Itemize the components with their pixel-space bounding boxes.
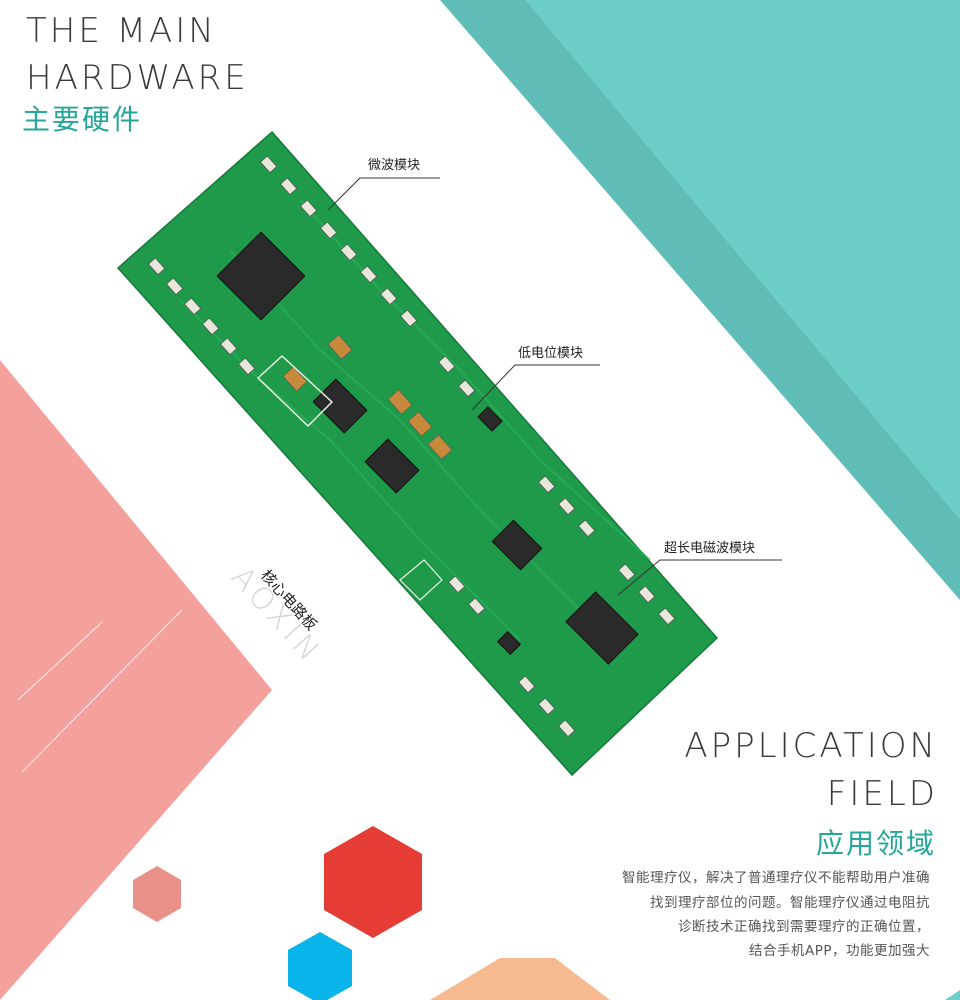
application-title-line2: FIELD bbox=[826, 774, 938, 814]
callout-ultralong-em: 超长电磁波模块 bbox=[664, 541, 756, 556]
hardware-title-cn: 主要硬件 bbox=[22, 103, 143, 136]
peach-shape bbox=[430, 958, 610, 1000]
application-desc-line: 结合手机APP，功能更加强大 bbox=[748, 943, 930, 959]
callout-line-low-potential bbox=[471, 364, 600, 411]
callout-line-microwave bbox=[327, 177, 440, 211]
application-desc-line: 智能理疗仪，解决了普通理疗仪不能帮助用户准确 bbox=[622, 870, 930, 886]
blue-hexagon bbox=[288, 932, 352, 1000]
callout-low-potential: 低电位模块 bbox=[518, 346, 584, 361]
application-title-line1: APPLICATION bbox=[684, 726, 938, 766]
pink-deco-line bbox=[21, 609, 183, 773]
application-title-cn: 应用领域 bbox=[815, 827, 936, 860]
teal-corner bbox=[945, 990, 960, 1000]
teal-stripe-light bbox=[525, 0, 960, 520]
pcb-board bbox=[116, 130, 719, 777]
red-hexagon bbox=[324, 826, 422, 938]
pink-hexagon bbox=[133, 866, 181, 922]
application-desc-line: 找到理疗部位的问题。智能理疗仪通过电阻抗 bbox=[650, 895, 930, 911]
application-desc-line: 诊断技术正确找到需要理疗的正确位置， bbox=[678, 919, 930, 935]
hardware-title-line1: THE MAIN bbox=[26, 11, 217, 51]
pink-deco-line bbox=[17, 621, 103, 701]
hardware-title-line2: HARDWARE bbox=[26, 58, 249, 98]
callout-microwave: 微波模块 bbox=[368, 158, 421, 173]
callout-line-ultralong-em bbox=[617, 559, 782, 596]
pink-block bbox=[0, 360, 272, 1000]
